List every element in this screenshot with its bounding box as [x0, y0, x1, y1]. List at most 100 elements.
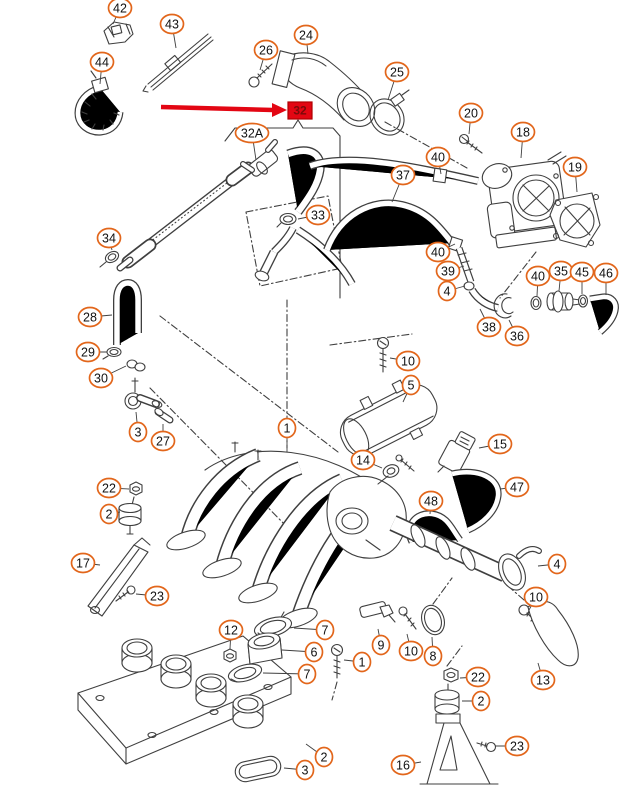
part-mount-2a [118, 496, 142, 535]
callout-44[interactable]: 44 [89, 51, 115, 85]
callout-48[interactable]: 48 [418, 490, 444, 515]
svg-text:24: 24 [299, 28, 313, 42]
svg-text:30: 30 [94, 371, 108, 385]
callout-20[interactable]: 20 [458, 102, 484, 135]
callout-23[interactable]: 23 [135, 585, 170, 607]
svg-text:47: 47 [510, 480, 524, 494]
svg-text:25: 25 [390, 65, 404, 79]
callout-16[interactable]: 16 [390, 754, 422, 776]
callout-10[interactable]: 10 [389, 350, 421, 372]
part-screw-20 [458, 133, 483, 154]
callout-29[interactable]: 29 [75, 341, 108, 363]
callout-30[interactable]: 30 [88, 365, 127, 389]
callout-2[interactable]: 2 [305, 743, 334, 768]
svg-text:19: 19 [568, 160, 582, 174]
callout-22[interactable]: 22 [96, 477, 130, 499]
part-oring-8 [421, 604, 445, 636]
callout-39[interactable]: 39 [435, 260, 465, 282]
callout-12[interactable]: 12 [218, 619, 244, 650]
callout-23[interactable]: 23 [495, 735, 530, 757]
svg-text:9: 9 [378, 638, 385, 652]
callout-4[interactable]: 4 [537, 553, 567, 575]
callout-46[interactable]: 46 [593, 262, 619, 296]
callout-27[interactable]: 27 [150, 424, 176, 452]
callout-42[interactable]: 42 [107, 0, 133, 25]
callout-28[interactable]: 28 [77, 306, 113, 328]
callout-43[interactable]: 43 [159, 13, 185, 49]
part-mount-2c [434, 683, 460, 715]
part-retainer-36 [493, 293, 514, 319]
callout-37[interactable]: 37 [390, 164, 416, 203]
callout-10[interactable]: 10 [398, 633, 424, 662]
part-flange-4b [498, 545, 542, 591]
callout-47[interactable]: 47 [499, 476, 530, 498]
callout-17[interactable]: 17 [70, 552, 101, 574]
part-hose-top [310, 161, 478, 183]
callout-26[interactable]: 26 [253, 39, 279, 71]
svg-text:48: 48 [424, 494, 438, 508]
part-clamp-33 [276, 212, 297, 228]
callout-6[interactable]: 6 [281, 641, 324, 663]
svg-text:40: 40 [431, 150, 445, 164]
callout-4[interactable]: 4 [437, 280, 466, 302]
svg-text:2: 2 [106, 507, 113, 521]
callout-5[interactable]: 5 [401, 374, 421, 403]
callout-7[interactable]: 7 [293, 619, 335, 641]
callout-36[interactable]: 36 [504, 319, 530, 347]
callout-10[interactable]: 10 [523, 586, 549, 611]
part-clamp-29 [102, 346, 122, 360]
callout-25[interactable]: 25 [384, 61, 410, 101]
svg-text:29: 29 [81, 345, 95, 359]
svg-text:33: 33 [311, 208, 325, 222]
callout-32A[interactable]: 32A [234, 122, 270, 161]
callout-2[interactable]: 2 [462, 690, 491, 712]
callout-1[interactable]: 1 [343, 651, 372, 673]
callout-22[interactable]: 22 [459, 666, 491, 688]
svg-text:22: 22 [471, 670, 485, 684]
part-bolt-26 [248, 63, 273, 88]
callout-7[interactable]: 7 [262, 663, 317, 685]
svg-text:26: 26 [259, 43, 273, 57]
svg-text:2: 2 [321, 750, 328, 764]
callout-40[interactable]: 40 [425, 146, 451, 175]
callout-40[interactable]: 40 [525, 265, 551, 297]
callout-13[interactable]: 13 [530, 662, 556, 691]
callout-18[interactable]: 18 [510, 121, 536, 159]
callout-38[interactable]: 38 [476, 308, 502, 338]
manifold-port [160, 654, 192, 689]
svg-text:3: 3 [135, 425, 142, 439]
svg-text:4: 4 [554, 557, 561, 571]
svg-text:10: 10 [529, 590, 543, 604]
part-nut-22b [443, 667, 459, 683]
part-plug-27 [154, 407, 174, 424]
svg-text:32A: 32A [241, 126, 264, 140]
callout-45[interactable]: 45 [569, 261, 595, 295]
callout-14[interactable]: 14 [350, 449, 383, 471]
callout-3[interactable]: 3 [128, 411, 148, 443]
callout-15[interactable]: 15 [478, 433, 513, 455]
svg-text:5: 5 [408, 378, 415, 392]
svg-text:16: 16 [396, 758, 410, 772]
callout-40[interactable]: 40 [425, 241, 456, 263]
svg-text:10: 10 [401, 354, 415, 368]
callout-35[interactable]: 35 [548, 260, 574, 292]
callout-9[interactable]: 9 [371, 628, 391, 656]
svg-text:23: 23 [510, 739, 524, 753]
manifold-port [121, 638, 153, 673]
callout-34[interactable]: 34 [96, 227, 122, 251]
callout-2[interactable]: 2 [99, 503, 121, 525]
callout-33[interactable]: 33 [297, 204, 331, 226]
part-clamp-25 [369, 89, 410, 136]
highlight-32[interactable]: 32 [160, 101, 313, 120]
callout-3[interactable]: 3 [283, 759, 315, 781]
callout-24[interactable]: 24 [293, 24, 319, 55]
callout-1[interactable]: 1 [277, 417, 297, 453]
part-cover-13 [527, 600, 579, 667]
part-screw-23a [115, 585, 136, 602]
callout-8[interactable]: 8 [423, 636, 443, 667]
callout-19[interactable]: 19 [562, 156, 588, 193]
part-filter-6 [247, 632, 283, 665]
part-nut-22a [129, 481, 143, 496]
